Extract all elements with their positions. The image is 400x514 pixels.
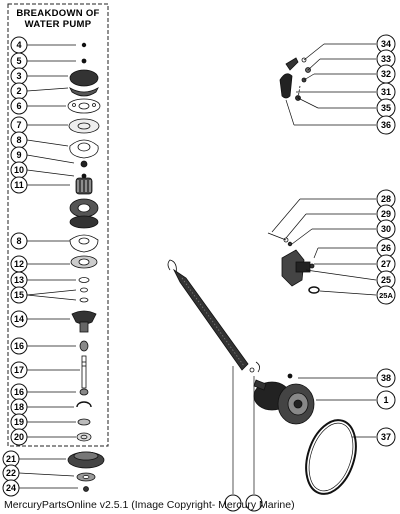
left-callouts: 4 5 3 2 6 7 8 9 10 11 8 12 13 15 14 16 1…: [10, 36, 80, 446]
callout-8b: 8: [10, 232, 70, 250]
callout-35: 35: [376, 98, 396, 118]
svg-text:37: 37: [381, 432, 391, 442]
svg-text:22: 22: [6, 468, 16, 478]
svg-text:6: 6: [16, 101, 21, 111]
callout-16b: 16: [10, 383, 76, 401]
callout-18: 18: [10, 398, 74, 416]
upper-right-leaders: [285, 43, 376, 126]
svg-text:14: 14: [14, 314, 24, 324]
callout-25a: 25A: [376, 285, 396, 305]
svg-text:18: 18: [14, 402, 24, 412]
svg-text:8: 8: [16, 135, 21, 145]
svg-text:20: 20: [14, 432, 24, 442]
callout-2: 2: [10, 82, 69, 100]
svg-text:19: 19: [14, 417, 24, 427]
svg-text:15: 15: [14, 290, 24, 300]
svg-text:7: 7: [16, 120, 21, 130]
svg-text:36: 36: [381, 120, 391, 130]
callout-24: 24: [2, 479, 78, 497]
svg-text:11: 11: [14, 180, 24, 190]
callout-10: 10: [10, 161, 75, 179]
drive-belt: [305, 419, 357, 495]
panel-header-line1: BREAKDOWN OF: [16, 8, 99, 19]
svg-text:32: 32: [381, 69, 391, 79]
bottom-partial-callouts: [224, 494, 263, 512]
callout-16a: 16: [10, 337, 76, 355]
callout-7: 7: [10, 116, 68, 134]
svg-text:16: 16: [14, 387, 24, 397]
callout-1: 1: [376, 390, 396, 410]
callout-17: 17: [10, 361, 80, 379]
callout-8a: 8: [10, 131, 69, 149]
svg-text:31: 31: [381, 87, 391, 97]
left-parts: [67, 42, 101, 442]
callout-26: 26: [376, 238, 396, 258]
callout-25: 25: [376, 270, 396, 290]
callout-36: 36: [376, 115, 396, 135]
svg-text:24: 24: [6, 483, 16, 493]
svg-text:38: 38: [381, 373, 391, 383]
svg-text:33: 33: [381, 54, 391, 64]
callout-15: 15: [10, 286, 77, 304]
callout-27: 27: [376, 254, 396, 274]
callout-21: 21: [2, 450, 66, 468]
callout-3: 3: [10, 67, 68, 85]
pump-assembly: [253, 373, 315, 425]
svg-text:9: 9: [16, 150, 21, 160]
svg-text:13: 13: [14, 275, 24, 285]
middle-right-leaders: [271, 198, 377, 296]
lower-left-callouts: 21 22 24: [2, 450, 78, 497]
callout-38: 38: [376, 368, 396, 388]
panel-header-line2: WATER PUMP: [25, 19, 92, 30]
svg-text:1: 1: [383, 395, 388, 405]
svg-text:27: 27: [381, 259, 391, 269]
callout-14: 14: [10, 310, 70, 328]
svg-text:2: 2: [16, 86, 21, 96]
middle-right-parts: [267, 232, 320, 294]
callout-13: 13: [10, 271, 76, 289]
callout-34: 34: [376, 34, 396, 54]
svg-text:25: 25: [381, 275, 391, 285]
callout-11: 11: [10, 176, 70, 194]
svg-text:12: 12: [14, 259, 24, 269]
right-callouts: 34 33 32 31 35 36 28 29 30 26 27 25 25A …: [376, 34, 396, 447]
svg-text:30: 30: [381, 224, 391, 234]
svg-text:3: 3: [16, 71, 21, 81]
callout-37: 37: [376, 427, 396, 447]
svg-text:29: 29: [381, 209, 391, 219]
callout-31: 31: [376, 82, 396, 102]
lower-right-leaders: [232, 366, 376, 494]
image-credit: MercuryPartsOnline v2.5.1 (Image Copyrig…: [4, 499, 295, 511]
svg-text:35: 35: [381, 103, 391, 113]
callout-9: 9: [10, 146, 75, 164]
callout-20: 20: [10, 428, 76, 446]
callout-5: 5: [10, 52, 76, 70]
callout-30: 30: [376, 219, 396, 239]
callout-4: 4: [10, 36, 76, 54]
svg-text:4: 4: [16, 40, 21, 50]
hose-assembly: [167, 259, 260, 373]
svg-text:16: 16: [14, 341, 24, 351]
svg-text:10: 10: [14, 165, 24, 175]
callout-22: 22: [2, 464, 75, 482]
svg-text:5: 5: [16, 56, 21, 66]
callout-19: 19: [10, 413, 76, 431]
svg-text:28: 28: [381, 194, 391, 204]
svg-text:34: 34: [381, 39, 391, 49]
svg-text:17: 17: [14, 365, 24, 375]
svg-text:25A: 25A: [379, 291, 393, 300]
breakdown-panel: BREAKDOWN OF WATER PUMP: [7, 3, 109, 447]
callout-12: 12: [10, 255, 70, 273]
svg-text:26: 26: [381, 243, 391, 253]
svg-text:21: 21: [6, 454, 16, 464]
svg-text:8: 8: [16, 236, 21, 246]
callout-6: 6: [10, 97, 66, 115]
callout-32: 32: [376, 64, 396, 84]
lower-left-parts: [67, 451, 105, 492]
